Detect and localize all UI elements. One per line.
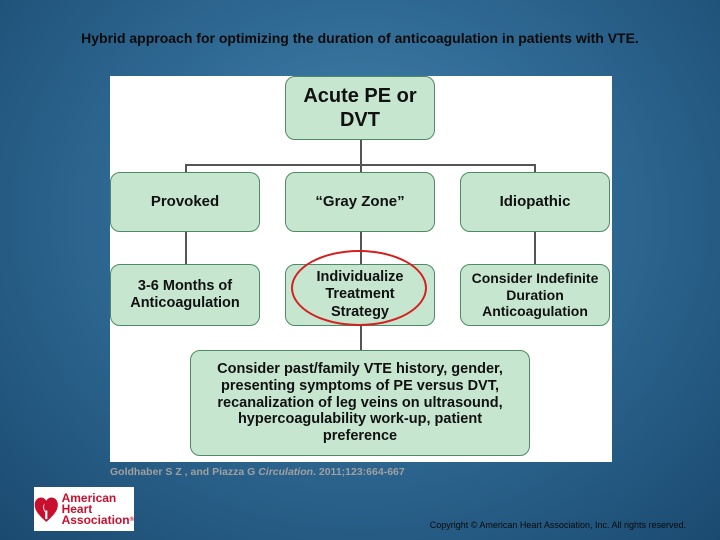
category-box-gray-zone: “Gray Zone” — [285, 172, 435, 232]
connector-strategy-considerations — [360, 326, 362, 350]
category-label: “Gray Zone” — [315, 193, 405, 210]
outcome-line: Consider Indefinite — [471, 269, 599, 286]
connector-to-idiopathic — [534, 164, 536, 172]
category-box-idiopathic: Idiopathic — [460, 172, 610, 232]
highlight-circle — [291, 250, 427, 326]
logo-line: Association — [61, 512, 130, 527]
citation-details: . 2011;123:664-667 — [313, 466, 405, 478]
citation: Goldhaber S Z , and Piazza G Circulation… — [110, 466, 405, 478]
consideration-line: recanalization of leg veins on ultrasoun… — [217, 394, 503, 411]
outcome-line: Anticoagulation — [482, 303, 588, 320]
connector-idiopathic-outcome — [534, 232, 536, 264]
connector-provoked-outcome — [185, 232, 187, 264]
slide-title: Hybrid approach for optimizing the durat… — [81, 30, 639, 46]
outcome-line: Duration — [506, 286, 564, 303]
copyright-notice: Copyright © American Heart Association, … — [429, 520, 686, 530]
category-label: Provoked — [150, 193, 220, 210]
consideration-line: Consider past/family VTE history, gender… — [217, 361, 503, 378]
outcome-line: Anticoagulation — [130, 295, 240, 311]
citation-authors: Goldhaber S Z , and Piazza G — [110, 466, 259, 478]
category-box-provoked: Provoked — [110, 172, 260, 232]
diagram-panel: Acute PE or DVT Provoked “Gray Zone” Idi… — [110, 76, 612, 462]
root-box-acute-pe-dvt: Acute PE or DVT — [285, 76, 435, 140]
consideration-line: hypercoagulability work-up, patient — [237, 411, 483, 428]
logo-wordmark: American Heart Association® — [61, 490, 134, 527]
connector-gray-zone-outcome — [360, 232, 362, 264]
heart-torch-icon — [34, 497, 58, 523]
connector-to-gray-zone — [360, 164, 362, 172]
connector-to-provoked — [185, 164, 187, 172]
root-line: Acute PE or — [303, 85, 417, 107]
logo-line: American — [61, 490, 117, 505]
citation-journal: Circulation — [258, 466, 314, 478]
considerations-box: Consider past/family VTE history, gender… — [190, 350, 530, 456]
aha-logo: American Heart Association® — [34, 487, 134, 531]
consideration-line: preference — [322, 428, 398, 444]
outcome-line: 3-6 Months of — [137, 277, 233, 294]
logo-line: Heart — [61, 501, 93, 516]
registered-mark: ® — [129, 516, 134, 523]
connector-root-down — [360, 140, 362, 164]
consideration-line: presenting symptoms of PE versus DVT, — [221, 377, 499, 394]
outcome-box-idiopathic: Consider Indefinite Duration Anticoagula… — [460, 264, 610, 326]
root-line: DVT — [339, 109, 380, 131]
outcome-box-provoked: 3-6 Months of Anticoagulation — [110, 264, 260, 326]
category-label: Idiopathic — [499, 193, 571, 210]
